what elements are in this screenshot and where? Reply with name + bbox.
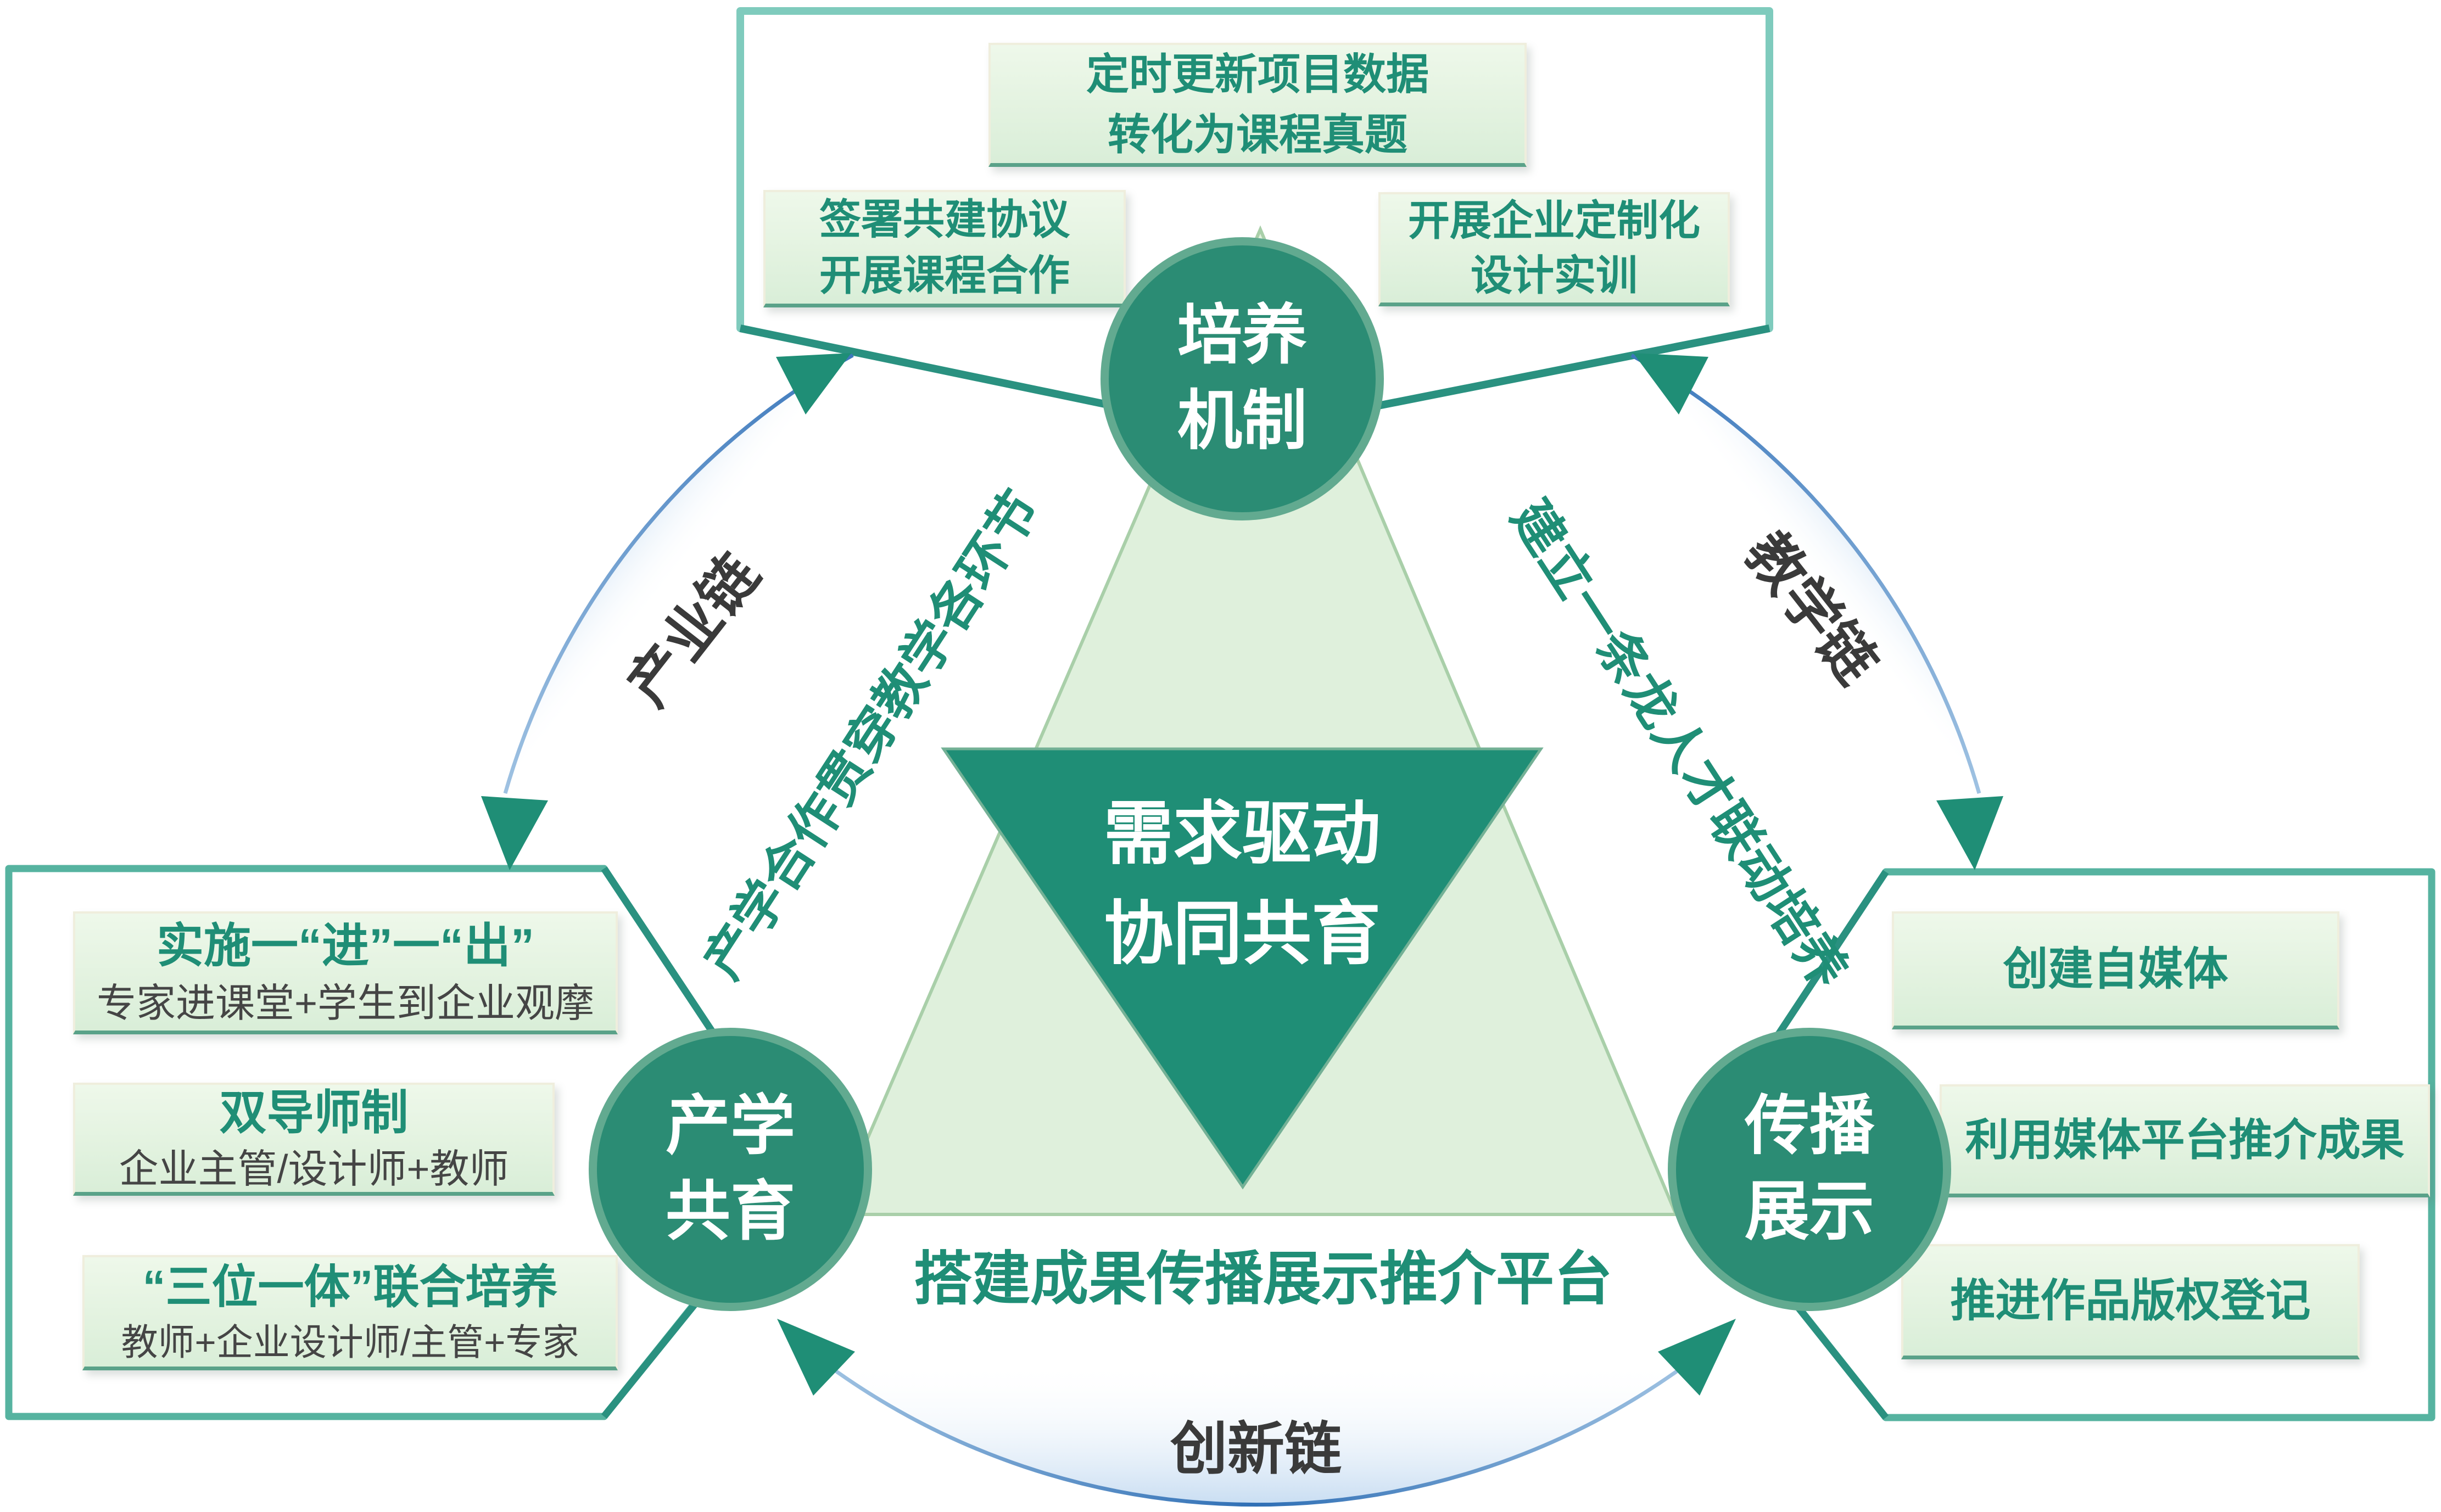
top-item-project-data-line2: 转化为课程真题	[1107, 110, 1407, 159]
core-triangle-label: 需求驱动 协同共育	[858, 784, 1627, 984]
communication-display-line1: 传播	[1744, 1090, 1874, 1163]
left-item-trinity-title: “三位一体”联合培养	[142, 1261, 558, 1313]
arrow-innovation-right-icon	[1658, 1319, 1736, 1396]
core-triangle-line2: 协同共育	[1104, 895, 1381, 972]
top-item-agreement: 签署共建协议 开展课程合作	[763, 190, 1126, 307]
industry-education-line2: 共育	[665, 1175, 795, 1248]
industry-chain-arc-fill	[505, 355, 853, 793]
cultivation-mechanism-line2: 机制	[1177, 385, 1307, 457]
communication-display-line2: 展示	[1744, 1175, 1874, 1248]
teaching-chain-arc-fill	[1632, 355, 1979, 793]
platform-note: 搭建成果传播展示推介平台	[914, 1247, 1612, 1312]
left-item-in-out-title: 实施一“进”一“出”	[157, 919, 534, 972]
growth-triangle	[832, 225, 1679, 1216]
innovation-chain-arc-fill	[826, 1364, 1686, 1505]
left-item-dual-mentor: 双导师制 企业主管/设计师+教师	[73, 1083, 555, 1196]
right-item-self-media-title: 创建自媒体	[2003, 944, 2228, 994]
arrow-teaching-top-icon	[1633, 353, 1708, 415]
arrow-industry-bottom-icon	[481, 796, 548, 870]
right-item-media-platform: 利用媒体平台推介成果	[1940, 1084, 2430, 1197]
top-item-agreement-line1: 签署共建协议	[819, 196, 1070, 243]
cultivation-mechanism-line1: 培养	[1177, 299, 1307, 372]
left-item-trinity: “三位一体”联合培养 教师+企业设计师/主管+专家	[82, 1255, 618, 1370]
arrow-teaching-bottom-icon	[1936, 796, 2003, 870]
top-item-custom-training: 开展企业定制化 设计实训	[1378, 192, 1730, 306]
core-triangle-line1: 需求驱动	[1104, 795, 1381, 872]
innovation-chain-arc	[825, 1363, 1688, 1507]
right-item-copyright-title: 推进作品版权登记	[1950, 1275, 2311, 1326]
left-item-in-out: 实施一“进”一“出” 专家进课堂+学生到企业观摩	[73, 911, 618, 1034]
top-item-project-data-line1: 定时更新项目数据	[1086, 49, 1429, 98]
communication-display-node: 传播 展示	[1668, 1028, 1951, 1311]
right-item-media-platform-title: 利用媒体平台推介成果	[1965, 1115, 2405, 1164]
top-item-agreement-line2: 开展课程合作	[819, 252, 1070, 299]
top-item-custom-training-line1: 开展企业定制化	[1408, 197, 1700, 244]
right-item-copyright: 推进作品版权登记	[1901, 1244, 2360, 1359]
right-item-self-media: 创建自媒体	[1892, 911, 2339, 1029]
top-item-custom-training-line2: 设计实训	[1471, 252, 1638, 299]
left-item-dual-mentor-title: 双导师制	[219, 1086, 409, 1139]
cultivation-mechanism-node: 培养 机制	[1101, 237, 1384, 520]
teaching-chain-arc	[1630, 353, 1981, 794]
arrow-innovation-left-icon	[777, 1319, 855, 1396]
left-item-trinity-subtitle: 教师+企业设计师/主管+专家	[121, 1321, 579, 1363]
industry-chain-arc	[503, 353, 854, 794]
core-inverted-triangle	[941, 747, 1544, 1190]
innovation-chain-label: 创新链	[1170, 1418, 1342, 1481]
left-item-in-out-subtitle: 专家进课堂+学生到企业观摩	[96, 981, 595, 1026]
industry-education-line1: 产学	[665, 1090, 795, 1163]
top-item-project-data: 定时更新项目数据 转化为课程真题	[988, 43, 1527, 167]
left-item-dual-mentor-subtitle: 企业主管/设计师+教师	[119, 1147, 509, 1191]
arrow-industry-top-icon	[776, 353, 851, 415]
